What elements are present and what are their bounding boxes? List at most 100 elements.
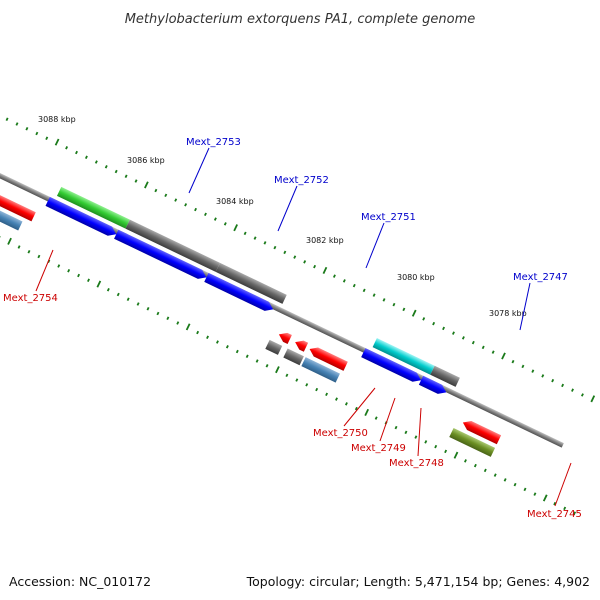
gene-label-mext-2748[interactable]: Mext_2748: [389, 458, 444, 469]
gene-mext-2753-strand[interactable]: [45, 196, 119, 239]
gene-mext-2751-strand[interactable]: [204, 272, 275, 314]
upper-scale-tick: [204, 212, 207, 217]
gene-label-mext-2752[interactable]: Mext_2752: [274, 175, 329, 186]
gene-mext-2746-strand[interactable]: [418, 375, 449, 397]
upper-scale-tick: [154, 188, 158, 193]
lower-scale-tick: [573, 511, 577, 515]
upper-scale-tick: [15, 122, 19, 126]
lower-scale-tick: [215, 340, 219, 344]
upper-scale-tick: [432, 321, 436, 326]
upper-scale-tick: [442, 326, 446, 331]
upper-scale-tick: [392, 302, 396, 307]
gene-mext-2748-top[interactable]: [293, 338, 309, 352]
accession-text: Accession: NC_010172: [9, 574, 151, 589]
upper-scale-tick: [580, 393, 584, 397]
upper-scale-tick: [263, 241, 267, 245]
leader-mext-2754: [35, 249, 54, 292]
upper-scale-tick: [362, 288, 366, 293]
lower-scale-tick: [166, 316, 170, 321]
upper-scale-tick: [164, 193, 168, 198]
gene-mext-2753[interactable]: [56, 186, 130, 229]
upper-scale-tick: [511, 359, 515, 364]
upper-scale-tick: [342, 279, 346, 283]
lower-scale-tick: [146, 307, 150, 311]
lower-scale-tick: [305, 383, 309, 387]
map-title: Methylobacterium extorquens PA1, complet…: [125, 12, 476, 27]
lower-scale-tick: [325, 392, 329, 397]
gene-label-mext-2753[interactable]: Mext_2753: [186, 137, 241, 148]
gene-label-mext-2751[interactable]: Mext_2751: [361, 212, 416, 223]
upper-scale-tick: [293, 255, 297, 259]
gene-mext-2749-top[interactable]: [277, 330, 292, 345]
upper-scale-tick: [521, 364, 525, 369]
gene-mext-2745-top[interactable]: [461, 418, 502, 445]
upper-scale-tick: [54, 138, 60, 146]
lower-scale-tick: [136, 302, 140, 306]
gene-mext-2751[interactable]: [215, 262, 287, 304]
upper-scale-tick: [303, 260, 307, 264]
gene-mext-2747[interactable]: [372, 338, 435, 375]
lower-scale-tick: [196, 330, 200, 335]
lower-scale-tick: [364, 408, 370, 416]
lower-scale-tick: [483, 468, 487, 473]
upper-scale-tick: [253, 236, 257, 240]
gene-label-mext-2747[interactable]: Mext_2747: [513, 272, 568, 283]
lower-scale-tick: [553, 501, 557, 506]
lower-scale-tick: [126, 297, 130, 302]
upper-scale-tick: [94, 160, 98, 164]
upper-scale-tick: [194, 207, 198, 212]
upper-scale-tick: [5, 117, 9, 122]
gene-label-mext-2750[interactable]: Mext_2750: [313, 428, 368, 439]
lower-scale-tick: [473, 463, 477, 468]
lower-scale-tick: [285, 373, 289, 378]
gene-mext-2752-strand[interactable]: [114, 229, 209, 282]
upper-scale-tick: [471, 340, 475, 345]
lower-scale-tick: [335, 397, 338, 401]
gene-label-mext-2745[interactable]: Mext_2745: [527, 509, 582, 520]
lower-scale-tick: [453, 451, 459, 459]
gene-mext-2752[interactable]: [125, 219, 221, 272]
lower-scale-tick: [513, 482, 517, 487]
upper-scale-tick: [184, 203, 188, 207]
gene-mext-2748[interactable]: [301, 357, 340, 383]
tick-label-3084: 3084 kbp: [216, 197, 254, 206]
scale-track-lower: [0, 235, 577, 515]
gene-mext-2747-strand[interactable]: [361, 348, 423, 385]
upper-scale-tick: [402, 307, 406, 312]
upper-scale-tick: [352, 283, 356, 288]
label-leaders: [35, 147, 572, 507]
gene-label-mext-2754[interactable]: Mext_2754: [3, 293, 58, 304]
lower-scale-tick: [344, 402, 348, 406]
gene-mext-2746[interactable]: [430, 365, 460, 387]
leader-mext-2749: [379, 397, 396, 442]
upper-scale-tick: [541, 374, 545, 378]
lower-scale-tick: [185, 323, 191, 331]
upper-scale-tick: [590, 395, 596, 403]
upper-scale-tick: [213, 217, 217, 221]
gene-mext-2750[interactable]: [265, 339, 283, 355]
gene-mext-2747-top[interactable]: [307, 345, 348, 371]
lower-scale-tick: [542, 494, 548, 502]
upper-scale-tick: [531, 369, 535, 373]
upper-scale-tick: [114, 169, 118, 174]
upper-scale-tick: [223, 222, 227, 226]
tick-label-3078: 3078 kbp: [489, 309, 527, 318]
lower-scale-tick: [87, 278, 90, 282]
leader-mext-2752: [277, 185, 298, 232]
upper-scale-tick: [174, 198, 178, 202]
gene-mext-2754-top[interactable]: [0, 173, 36, 222]
lower-scale-tick: [295, 378, 299, 382]
lower-scale-tick: [533, 492, 537, 496]
leader-mext-2753: [188, 147, 210, 194]
genome-summary-text: Topology: circular; Length: 5,471,154 bp…: [246, 574, 590, 589]
lower-scale-tick: [394, 425, 398, 430]
upper-scale-tick: [273, 245, 277, 250]
gene-label-mext-2749[interactable]: Mext_2749: [351, 443, 406, 454]
gene-mext-2749[interactable]: [283, 348, 304, 366]
upper-scale-tick: [481, 345, 485, 350]
gene-mext-2745[interactable]: [449, 428, 496, 457]
lower-scale-tick: [315, 387, 319, 392]
upper-scale-tick: [411, 309, 417, 317]
upper-scale-tick: [561, 383, 565, 388]
